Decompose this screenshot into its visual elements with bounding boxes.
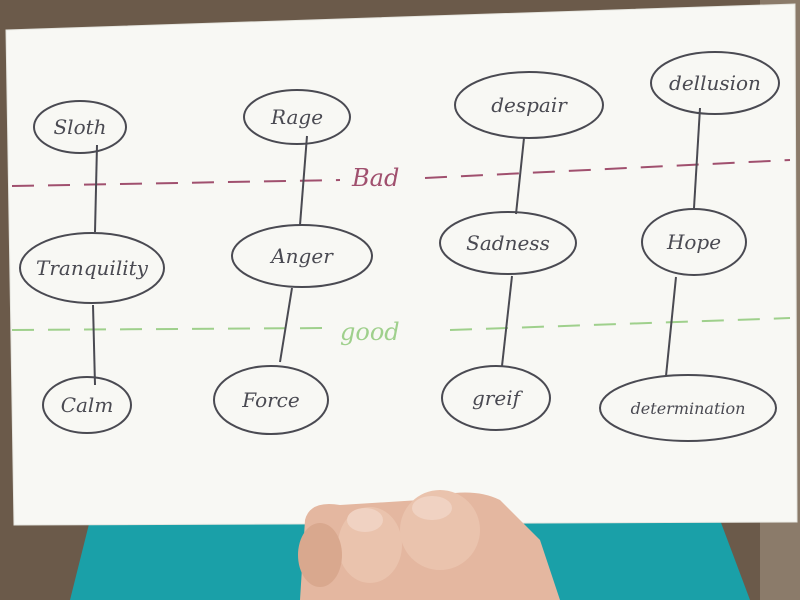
- holding-hand: [298, 490, 560, 600]
- node-ellipse: [650, 51, 780, 115]
- node-good-calm: Calm: [61, 393, 114, 417]
- node-middle-anger: Anger: [269, 244, 334, 268]
- column-2: Rage Anger Force: [213, 89, 373, 435]
- column-4: dellusion Hope determination: [599, 51, 780, 442]
- node-ellipse: [33, 100, 127, 154]
- bad-divider-line: [11, 159, 791, 187]
- node-ellipse: [454, 71, 604, 139]
- connector: [693, 107, 701, 209]
- node-ellipse: [231, 224, 373, 288]
- node-bad-despair: despair: [491, 93, 568, 117]
- column-1: Sloth Tranquility Calm: [19, 100, 165, 434]
- connector: [279, 287, 293, 363]
- node-ellipse: [439, 211, 577, 275]
- connector: [94, 144, 98, 233]
- node-ellipse: [599, 374, 777, 442]
- node-middle-tranquility: Tranquility: [36, 256, 149, 280]
- paper-card: [5, 3, 798, 526]
- column-3: despair Sadness greif: [439, 71, 604, 431]
- node-middle-sadness: Sadness: [466, 231, 550, 255]
- node-ellipse: [441, 365, 551, 431]
- connector: [515, 137, 525, 215]
- node-ellipse: [243, 89, 351, 145]
- node-ellipse: [641, 208, 747, 276]
- node-good-determination: determination: [631, 399, 746, 418]
- node-good-greif: greif: [472, 386, 524, 410]
- node-ellipse: [19, 232, 165, 304]
- node-bad-sloth: Sloth: [53, 115, 106, 139]
- good-divider-label: good: [340, 318, 400, 346]
- bad-divider-label: Bad: [351, 164, 399, 192]
- node-ellipse: [213, 365, 329, 435]
- connector: [299, 135, 308, 226]
- node-ellipse: [42, 376, 132, 434]
- connector: [501, 275, 513, 367]
- connector: [665, 276, 677, 377]
- node-middle-hope: Hope: [666, 230, 721, 254]
- node-good-force: Force: [241, 388, 299, 412]
- node-bad-rage: Rage: [270, 105, 323, 129]
- node-bad-dellusion: dellusion: [669, 71, 761, 95]
- connector: [92, 304, 96, 386]
